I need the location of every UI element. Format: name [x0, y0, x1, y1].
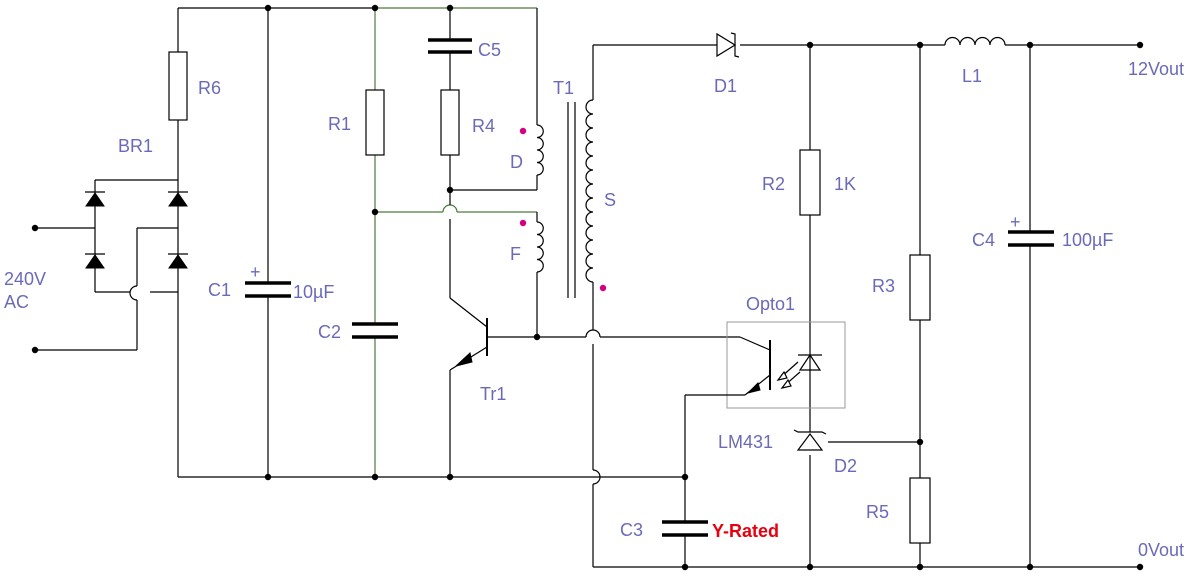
label-winding-s: S	[604, 190, 616, 210]
label-winding-d: D	[510, 152, 523, 172]
label-winding-f: F	[510, 244, 521, 264]
junction-dots	[264, 4, 1144, 571]
c4-plus: +	[1010, 212, 1021, 232]
capacitor-c2	[352, 322, 398, 339]
capacitor-c3	[662, 520, 708, 537]
label-r1: R1	[328, 114, 351, 134]
label-t1: T1	[553, 78, 574, 98]
label-opto1: Opto1	[746, 294, 795, 314]
label-l1: L1	[962, 66, 982, 86]
label-ac-line2: AC	[4, 292, 29, 312]
capacitor-c5	[428, 38, 472, 54]
inductor-l1	[944, 36, 1006, 46]
secondary-wiring	[592, 44, 1140, 568]
shunt-regulator-lm431	[793, 429, 827, 451]
label-r2-value: 1K	[834, 174, 856, 194]
label-c4: C4	[972, 230, 995, 250]
label-c2: C2	[318, 322, 341, 342]
label-y-rated: Y-Rated	[712, 521, 779, 541]
c1-plus: +	[250, 262, 261, 282]
label-br1: BR1	[118, 136, 153, 156]
label-c3: C3	[620, 520, 643, 540]
label-out-pos: 12Vout	[1128, 59, 1184, 79]
label-r2: R2	[762, 174, 785, 194]
resistor-r4	[440, 89, 460, 156]
label-r6: R6	[198, 78, 221, 98]
resistor-r2	[799, 149, 821, 216]
capacitor-c1	[245, 281, 291, 298]
label-d1: D1	[714, 76, 737, 96]
opto-coupler	[725, 321, 846, 409]
label-ac-line1: 240V	[4, 269, 46, 289]
label-c4-value: 100µF	[1062, 230, 1113, 250]
capacitor-c4	[1008, 230, 1054, 247]
label-tr1: Tr1	[480, 384, 506, 404]
transformer-t1	[519, 99, 607, 298]
primary-wiring	[177, 7, 740, 478]
diode-d1	[716, 32, 740, 58]
bridge-rectifier	[31, 179, 188, 477]
transistor-tr1	[449, 297, 488, 371]
resistor-r1	[365, 89, 385, 156]
label-r3: R3	[872, 276, 895, 296]
label-out-neg: 0Vout	[1138, 540, 1184, 560]
label-r4: R4	[472, 116, 495, 136]
resistor-r6	[168, 51, 188, 121]
label-lm431: LM431	[718, 432, 773, 452]
label-d2: D2	[834, 456, 857, 476]
label-c1-value: 10µF	[293, 282, 334, 302]
label-r5: R5	[866, 502, 889, 522]
label-c1: C1	[208, 280, 231, 300]
label-c5: C5	[478, 40, 501, 60]
resistor-r5	[909, 477, 931, 544]
resistor-r3	[909, 254, 931, 321]
